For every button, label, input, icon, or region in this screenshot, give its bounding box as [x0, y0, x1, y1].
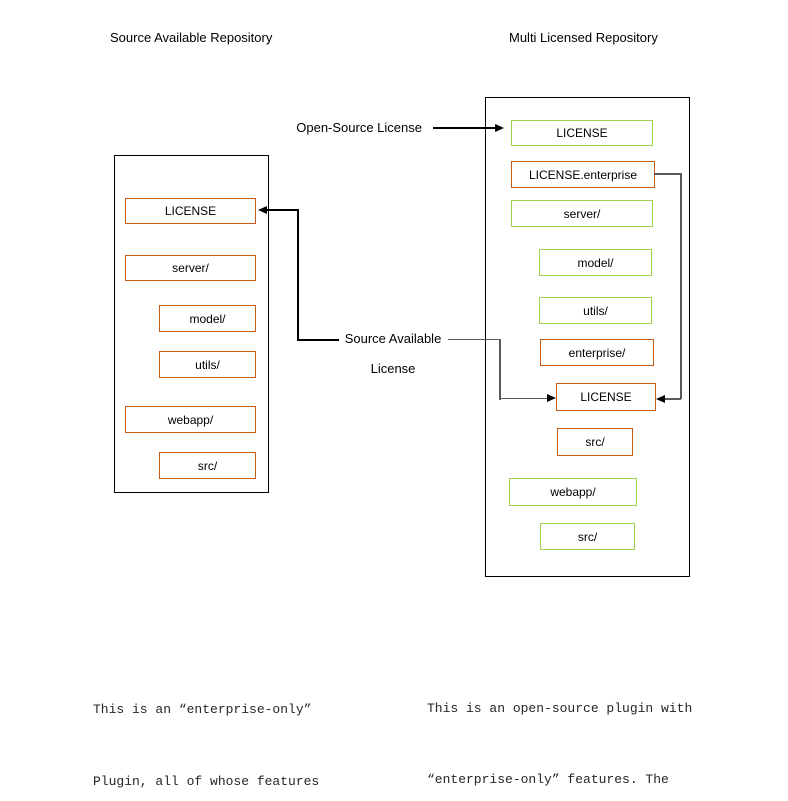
left-box-src-label: src/ [197, 458, 218, 473]
left-box-webapp: webapp/ [125, 406, 256, 433]
open-source-arrowhead-icon [495, 123, 504, 132]
right-box-enterprise-folder: enterprise/ [540, 339, 654, 366]
enterprise-license-arrowhead-icon [656, 394, 665, 403]
right-box-license-sourceavailable: LICENSE [556, 383, 656, 411]
left-box-model: model/ [159, 305, 256, 332]
right-box-license-sourceavailable-label: LICENSE [580, 390, 632, 404]
left-box-license-label: LICENSE [164, 204, 217, 218]
title-source-available-repository: Source Available Repository [110, 30, 273, 45]
right-box-webapp: webapp/ [509, 478, 637, 506]
right-box-utils: utils/ [539, 297, 652, 324]
enterprise-license-line-h2 [665, 398, 681, 400]
right-box-server: server/ [511, 200, 653, 227]
left-note-line: This is an “enterprise-only” [93, 702, 312, 717]
enterprise-license-line-v [680, 173, 682, 399]
left-license-line-h2 [297, 339, 339, 341]
right-box-license-enterprise-label: LICENSE.enterprise [528, 167, 638, 182]
right-box-license-enterprise: LICENSE.enterprise [511, 161, 655, 188]
right-box-model-label: model/ [577, 255, 614, 270]
sa-license-arrowhead-icon [547, 394, 556, 402]
left-box-src: src/ [159, 452, 256, 479]
sa-license-line-h1 [448, 338, 500, 340]
left-box-server-label: server/ [172, 261, 209, 275]
right-box-license-opensource: LICENSE [511, 120, 653, 146]
right-box-src-enterprise: src/ [557, 428, 633, 456]
open-source-arrow-line [433, 127, 496, 129]
right-note-line: This is an open-source plugin with [427, 701, 693, 716]
left-note: This is an “enterprise-only” Plugin, all… [93, 650, 366, 801]
right-box-utils-label: utils/ [583, 303, 608, 318]
open-source-license-label: Open-Source License [296, 120, 422, 135]
left-box-webapp-label: webapp/ [167, 412, 214, 427]
source-available-line1: Source Available [344, 331, 442, 346]
source-available-license-label: Source Available License [337, 324, 449, 384]
right-box-src: src/ [540, 523, 635, 550]
right-note: This is an open-source plugin with “ente… [427, 650, 692, 801]
right-note-line: “enterprise-only” features. The [427, 771, 669, 787]
right-box-license-opensource-label: LICENSE [556, 126, 608, 140]
right-box-webapp-label: webapp/ [550, 485, 596, 499]
right-box-src-label: src/ [577, 529, 598, 544]
sa-license-line-v [499, 338, 501, 400]
sa-license-line-h2 [499, 397, 548, 399]
left-box-utils-label: utils/ [195, 357, 220, 372]
left-note-line: Plugin, all of whose features [93, 774, 320, 789]
source-available-line2: License [370, 361, 416, 376]
right-box-server-label: server/ [563, 206, 601, 221]
enterprise-license-line-h1 [654, 173, 681, 175]
right-box-model: model/ [539, 249, 652, 276]
left-license-arrowhead-icon [258, 205, 267, 214]
left-box-utils: utils/ [159, 351, 256, 378]
left-box-server: server/ [125, 255, 256, 281]
right-box-src-enterprise-label: src/ [585, 435, 605, 449]
left-box-model-label: model/ [189, 311, 226, 326]
left-box-license: LICENSE [125, 198, 256, 224]
left-license-line-h1 [266, 209, 298, 211]
right-box-enterprise-folder-label: enterprise/ [568, 345, 626, 360]
left-license-line-v [297, 209, 299, 340]
title-multi-licensed-repository: Multi Licensed Repository [509, 30, 658, 45]
